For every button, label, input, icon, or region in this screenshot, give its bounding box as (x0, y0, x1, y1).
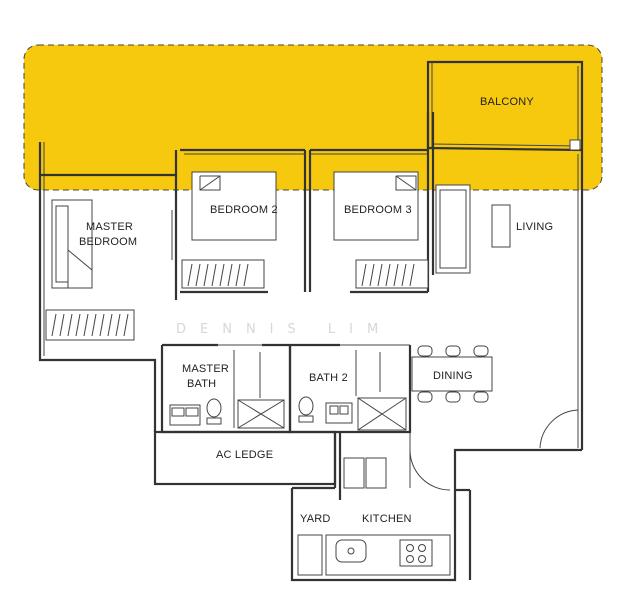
bedroom-3 (333, 171, 429, 294)
watermark: DENNIS LIM (176, 322, 392, 337)
living-furniture (435, 184, 511, 274)
master-bedroom (45, 199, 173, 341)
kitchen-yard (292, 432, 472, 580)
label-balcony: BALCONY (480, 96, 534, 108)
highlight-zone (23, 44, 603, 191)
label-master-bedroom-2: BEDROOM (79, 236, 137, 248)
label-living: LIVING (516, 221, 553, 233)
label-bath-2: BATH 2 (309, 372, 348, 384)
label-kitchen: KITCHEN (362, 513, 412, 525)
label-master-bath-1: MASTER (182, 363, 229, 375)
label-dining: DINING (433, 370, 473, 382)
dining-set (411, 345, 493, 403)
label-bedroom-3: BEDROOM 3 (344, 204, 412, 216)
label-master-bedroom-1: MASTER (86, 221, 133, 233)
master-bath (160, 343, 292, 434)
label-bedroom-2: BEDROOM 2 (210, 204, 278, 216)
bath-2 (288, 343, 412, 434)
label-yard: YARD (300, 513, 331, 525)
bedroom-2 (180, 171, 277, 294)
main-door (539, 409, 579, 449)
balcony-area (426, 60, 584, 152)
label-ac-ledge: AC LEDGE (216, 449, 273, 461)
label-master-bath-2: BATH (187, 378, 216, 390)
